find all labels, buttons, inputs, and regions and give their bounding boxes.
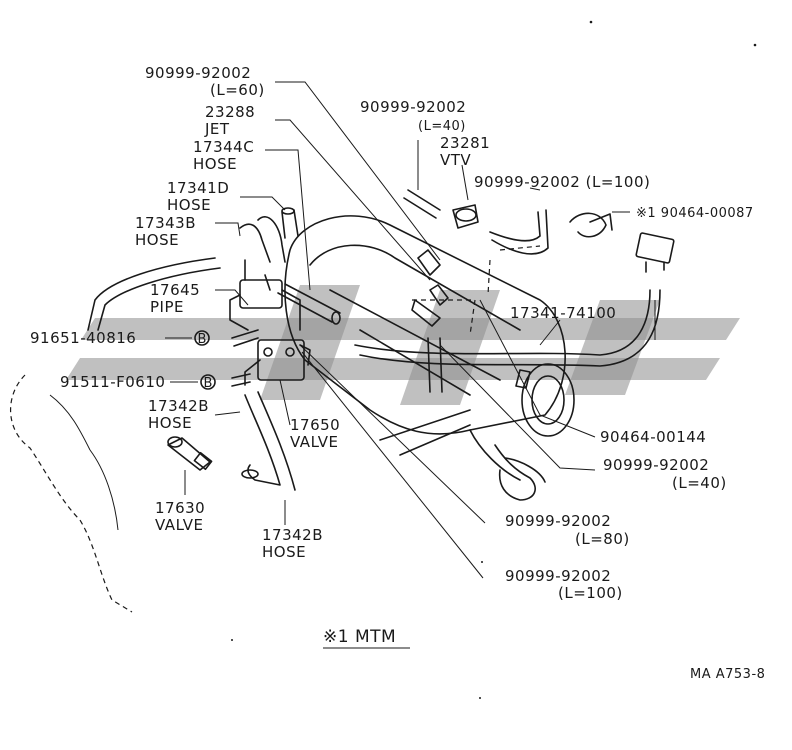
scan-specks [231, 20, 757, 699]
label-17344c-name: HOSE [193, 155, 237, 173]
label-90999-l60-length: (L=60) [210, 81, 265, 99]
label-17341d-part: 17341D [167, 179, 229, 197]
hose-l100-top [489, 209, 549, 255]
bolt-marker-upper: B [194, 330, 210, 347]
figure-code: MA A753-8 [690, 667, 765, 682]
label-90999-l60-part: 90999-92002 [145, 64, 251, 82]
footnote: ※1 MTM [323, 627, 410, 649]
label-90464-00087: ※1 90464-00087 [636, 206, 754, 221]
pipe-17645 [87, 257, 221, 331]
labels: 90999-92002 (L=60) 23288 JET 17344C HOSE… [30, 64, 754, 602]
label-90999-l80-length: (L=80) [575, 530, 630, 548]
hose-17343b [239, 216, 286, 263]
label-17341-74100: 17341-74100 [510, 304, 616, 322]
clamp-90464-00087 [569, 212, 613, 238]
label-17341d-name: HOSE [167, 196, 211, 214]
label-17342b-upper-name: HOSE [148, 414, 192, 432]
vtv-23281 [403, 189, 479, 229]
svg-text:B: B [204, 376, 213, 391]
label-17342b-lower-name: HOSE [262, 543, 306, 561]
hose-17342b-lower [241, 391, 296, 491]
label-90999-l40-top-length: (L=40) [418, 119, 466, 134]
label-23281-part: 23281 [440, 134, 490, 152]
label-17343b-name: HOSE [135, 231, 179, 249]
module-right [635, 232, 675, 273]
label-91511: 91511-F0610 [60, 373, 165, 391]
label-17645-name: PIPE [150, 298, 184, 316]
label-90999-l100-bottom-length: (L=100) [558, 584, 623, 602]
bolt-marker-lower: B [200, 374, 216, 391]
label-90464-00144: 90464-00144 [600, 428, 706, 446]
bolts-group [231, 329, 259, 387]
label-90999-l40-right-part: 90999-92002 [603, 456, 709, 474]
label-90999-l40-right-length: (L=40) [672, 474, 727, 492]
valve-17630 [167, 436, 213, 471]
svg-text:B: B [198, 332, 207, 347]
leader-lines [165, 81, 656, 579]
label-17630-name: VALVE [155, 516, 204, 534]
label-90999-l100-bottom-part: 90999-92002 [505, 567, 611, 585]
label-90999-l80-part: 90999-92002 [505, 512, 611, 530]
jet-23288 [411, 245, 541, 336]
vsv-assembly [229, 259, 311, 386]
engine-outline [10, 374, 133, 613]
label-17650-name: VALVE [290, 433, 339, 451]
label-17630-part: 17630 [155, 499, 205, 517]
label-23281-name: VTV [440, 151, 471, 169]
label-17342b-upper-part: 17342B [148, 397, 209, 415]
hose-17341d [281, 207, 299, 239]
label-17650-part: 17650 [290, 416, 340, 434]
label-17343b-part: 17343B [135, 214, 196, 232]
footnote-text: ※1 MTM [323, 627, 396, 647]
label-17645-part: 17645 [150, 281, 200, 299]
label-90999-l40-top-part: 90999-92002 [360, 98, 466, 116]
label-17342b-lower-part: 17342B [262, 526, 323, 544]
label-91651: 91651-40816 [30, 329, 136, 347]
label-17344c-part: 17344C [193, 138, 254, 156]
label-23288-part: 23288 [205, 103, 255, 121]
hose-l40-center [427, 337, 443, 393]
label-23288-name: JET [204, 120, 230, 138]
label-90999-l100-top: 90999-92002 (L=100) [474, 173, 650, 191]
hose-17344c [277, 283, 341, 325]
